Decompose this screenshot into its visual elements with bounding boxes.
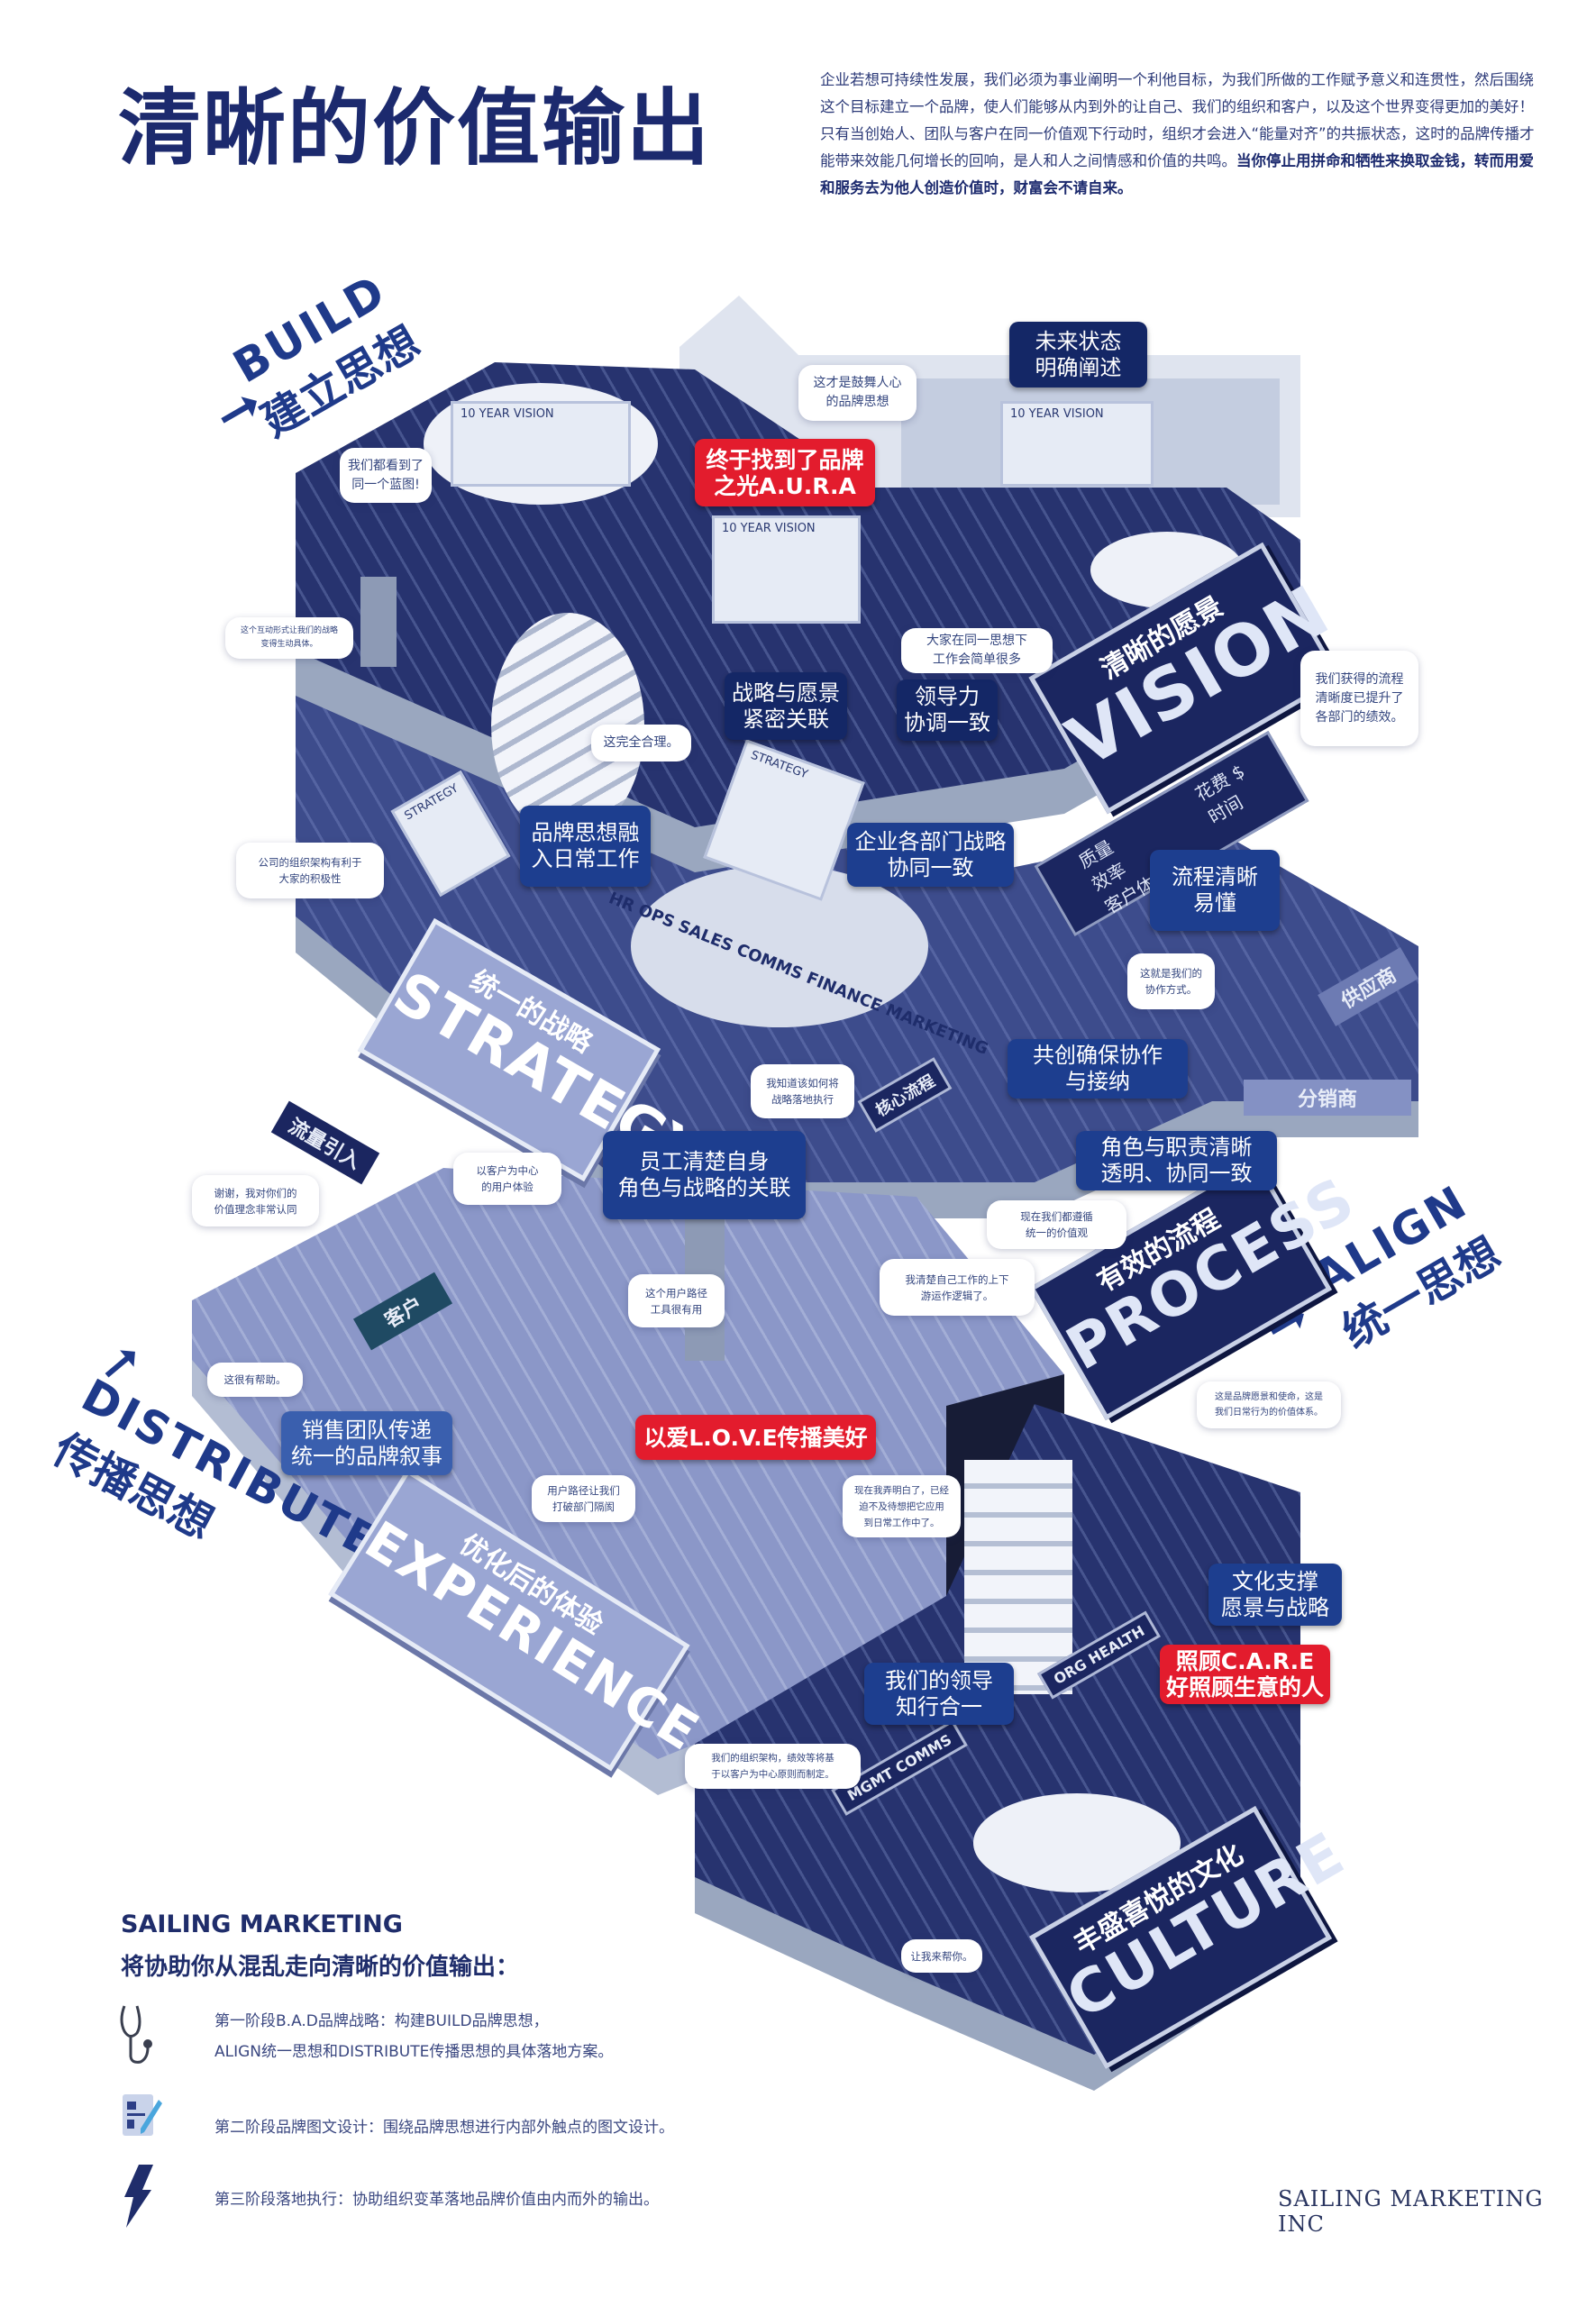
speech-bubble: 以客户为中心 的用户体验 xyxy=(453,1153,561,1205)
label-strategy-vision: 战略与愿景 紧密关联 xyxy=(725,672,847,740)
speech-bubble: 公司的组织架构有利于 大家的积极性 xyxy=(236,843,384,898)
label-care: 照顾C.A.R.E 好照顾生意的人 xyxy=(1160,1645,1330,1704)
label-culture-support: 文化支撑 愿景与战略 xyxy=(1208,1564,1342,1626)
label-future-state: 未来状态 明确阐述 xyxy=(1009,322,1147,388)
company-logo: SAILING MARKETING INC xyxy=(1278,2186,1544,2237)
speech-bubble: 这是品牌愿景和使命，这是 我们日常行为的价值体系。 xyxy=(1197,1381,1341,1428)
vision-board-right: 10 YEAR VISION xyxy=(1000,401,1154,487)
tag-distributor: 分销商 xyxy=(1244,1080,1412,1116)
label-process-clear: 流程清晰 易懂 xyxy=(1150,850,1280,931)
page-title: 清晰的价值输出 xyxy=(118,80,712,177)
speech-bubble: 这完全合理。 xyxy=(591,725,691,761)
label-roles: 角色与职责清晰 透明、协同一致 xyxy=(1076,1131,1277,1190)
speech-bubble: 这就是我们的 协作方式。 xyxy=(1127,953,1215,1009)
speech-bubble: 我们都看到了 同一个蓝图! xyxy=(340,448,432,503)
label-love: 以爱L.O.V.E传播美好 xyxy=(635,1415,876,1460)
staircase-lower xyxy=(964,1460,1072,1694)
speech-bubble: 我知道该如何将 战略落地执行 xyxy=(751,1064,854,1118)
department-platform xyxy=(631,865,928,1027)
label-leadership: 领导力 协调一致 xyxy=(897,679,998,741)
speech-bubble: 用户路径让我们 打破部门隔阂 xyxy=(532,1475,635,1522)
speech-bubble: 这个用户路径 工具很有用 xyxy=(628,1274,725,1327)
metrics-cost: 花费 $ 时间 xyxy=(1191,760,1249,828)
speech-bubble: 让我来帮你。 xyxy=(901,1939,982,1973)
speech-bubble: 我们获得的流程 清晰度已提升了 各部门的绩效。 xyxy=(1300,651,1418,746)
stethoscope-icon xyxy=(117,2002,162,2065)
label-department-strategy: 企业各部门战略 协同一致 xyxy=(847,823,1014,887)
design-document-icon xyxy=(121,2093,166,2139)
speech-bubble: 大家在同一思想下 工作会简单很多 xyxy=(901,628,1053,673)
speech-bubble: 这才是鼓舞人心 的品牌思想 xyxy=(798,365,917,421)
label-sales-team: 销售团队传递 统一的品牌叙事 xyxy=(281,1411,452,1475)
footer-item-1: 第一阶段B.A.D品牌战略：构建BUILD品牌思想， ALIGN统一思想和DIS… xyxy=(214,2012,614,2061)
intro-bold-text: 当你停止用拼命和牺牲来换取金钱，转而用爱和服务去为他人创造价值时，财富会不请自来… xyxy=(820,152,1534,196)
label-leadership-unity: 我们的领导 知行合一 xyxy=(864,1663,1014,1725)
footer-item-2: 第二阶段品牌图文设计：围绕品牌思想进行内部外触点的图文设计。 xyxy=(214,2119,674,2137)
footer-subtitle: 将协助你从混乱走向清晰的价值输出： xyxy=(121,1954,520,1981)
speech-bubble: 我清楚自己工作的上下 游运作逻辑了。 xyxy=(880,1259,1035,1316)
intro-paragraph: 企业若想可持续性发展，我们必须为事业阐明一个利他目标，为我们所做的工作赋予意义和… xyxy=(820,67,1537,202)
speech-bubble: 这个互动形式让我们的战略 变得生动具体。 xyxy=(225,617,353,659)
label-aura: 终于找到了品牌 之光A.U.R.A xyxy=(695,439,875,506)
footer-brand: SAILING MARKETING xyxy=(121,1910,403,1938)
label-brand-daily: 品牌思想融 入日常工作 xyxy=(520,806,651,887)
vision-board-middle: 10 YEAR VISION xyxy=(712,515,861,624)
intro-text: 企业若想可持续性发展，我们必须为事业阐明一个利他目标，为我们所做的工作赋予意义和… xyxy=(820,71,1535,169)
support-pillar xyxy=(360,577,397,667)
lightning-icon xyxy=(121,2165,157,2228)
speech-bubble: 现在我们都遵循 统一的价值观 xyxy=(987,1200,1126,1249)
speech-bubble: 我们的组织架构，绩效等将基 于以客户为中心原则而制定。 xyxy=(685,1744,861,1789)
vision-board-top: 10 YEAR VISION xyxy=(451,401,631,487)
speech-bubble: 这很有帮助。 xyxy=(207,1363,303,1397)
speech-bubble: 现在我弄明白了，已经 迫不及待想把它应用 到日常工作中了。 xyxy=(843,1475,961,1537)
label-employee-role: 员工清楚自身 角色与战略的关联 xyxy=(603,1131,806,1219)
speech-bubble: 谢谢，我对你们的 价值理念非常认同 xyxy=(192,1175,319,1226)
label-co-creation: 共创确保协作 与接纳 xyxy=(1008,1039,1188,1099)
footer-item-3: 第三阶段落地执行：协助组织变革落地品牌价值由内而外的输出。 xyxy=(214,2191,659,2209)
